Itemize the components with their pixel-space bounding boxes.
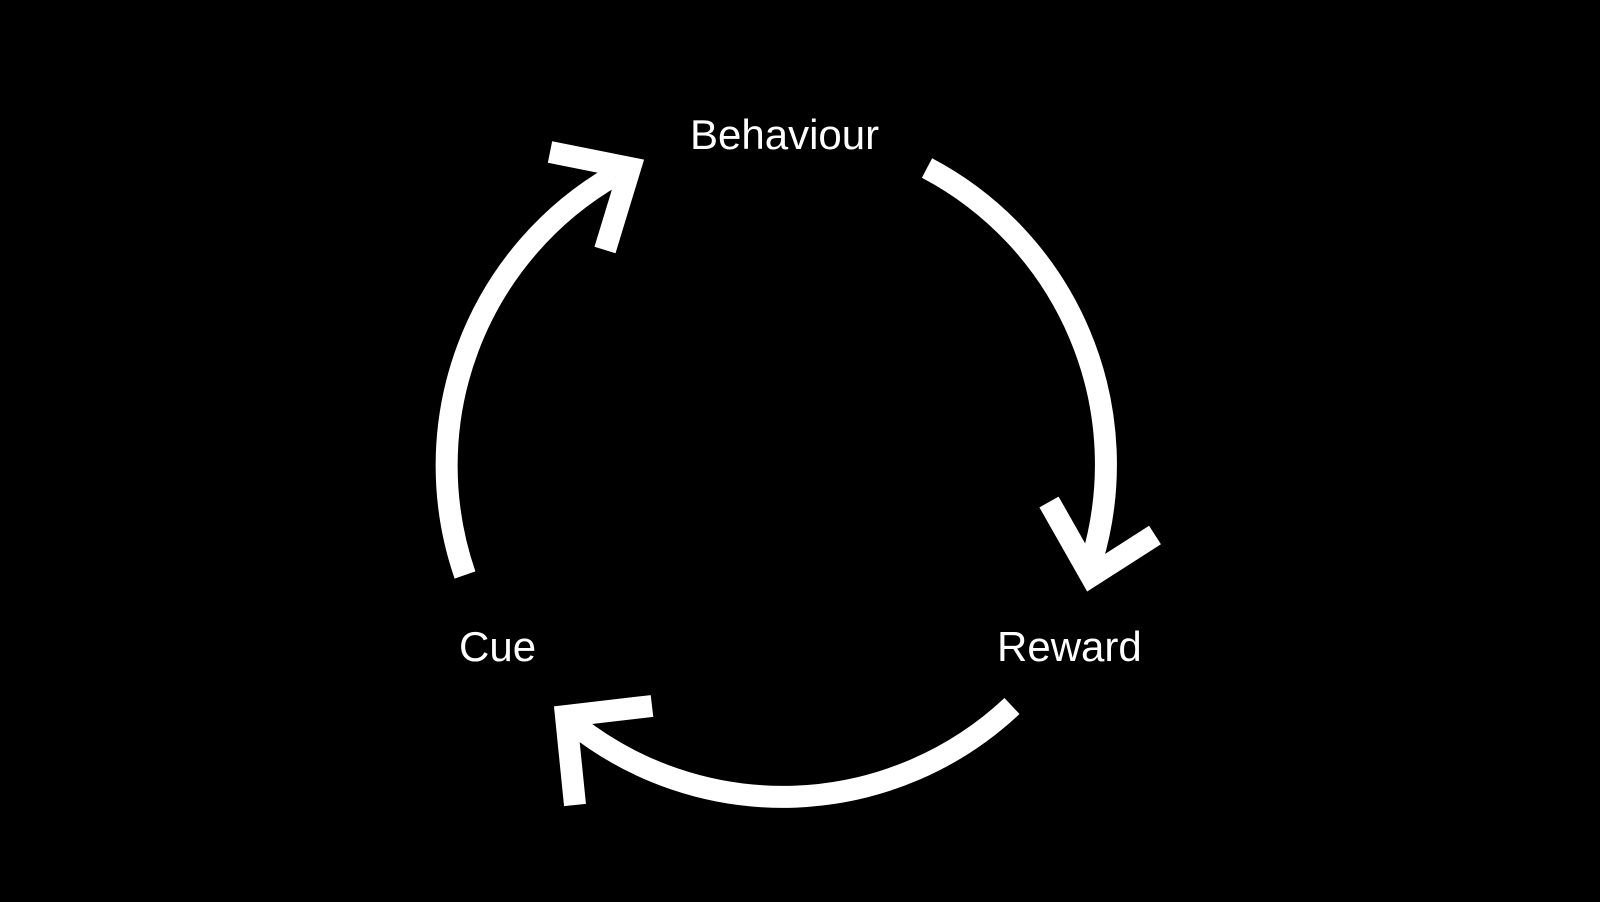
arrowhead-reward [1039, 496, 1161, 592]
node-label-reward: Reward [997, 623, 1142, 670]
arc-behaviour-to-reward [921, 158, 1117, 564]
node-label-cue: Cue [459, 623, 536, 670]
arrowhead-cue [553, 695, 654, 807]
arc-cue-to-behaviour [435, 165, 621, 579]
arrowhead-behaviour [547, 141, 645, 254]
arrow-cue-to-behaviour [435, 141, 645, 579]
node-label-behaviour: Behaviour [690, 111, 879, 158]
arc-reward-to-cue [567, 697, 1020, 808]
arrow-behaviour-to-reward [921, 158, 1161, 592]
arrow-reward-to-cue [553, 695, 1020, 808]
